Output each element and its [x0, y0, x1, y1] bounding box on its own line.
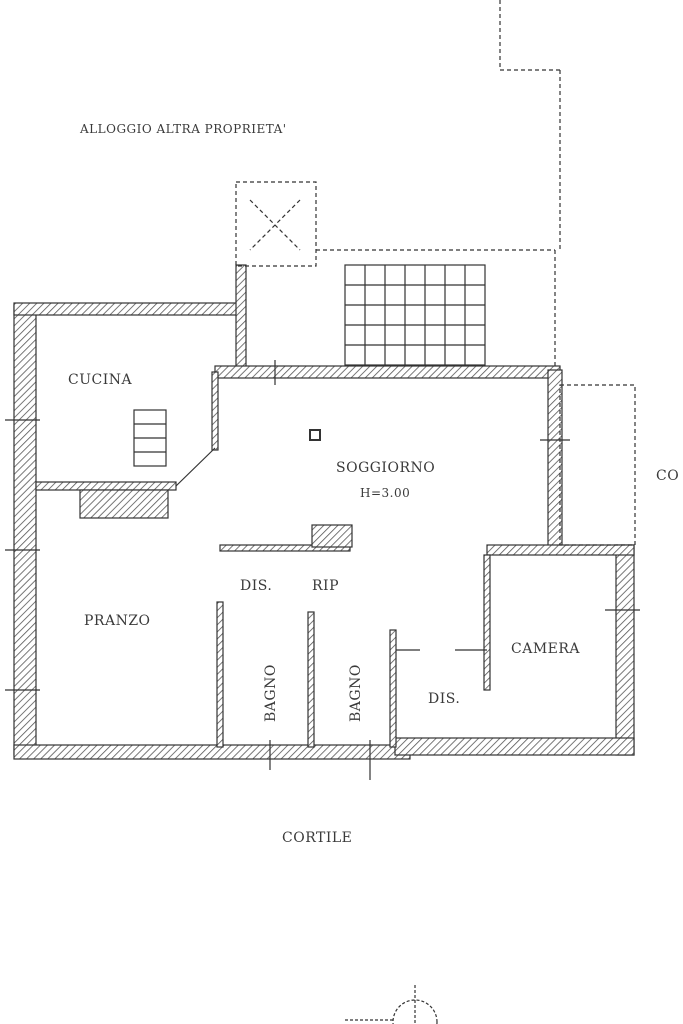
wall-left: [13, 304, 37, 756]
stair-treads: [344, 264, 486, 366]
label-bath-2: BAGNO: [348, 664, 364, 722]
label-bedroom: CAMERA: [511, 641, 580, 657]
wall-bath2-right: [389, 629, 397, 748]
label-neighbor: ALLOGGIO ALTRA PROPRIETA': [79, 122, 287, 136]
label-hall-1: DIS.: [240, 578, 272, 594]
wall-bedroom-right: [615, 544, 635, 756]
column-icon: [309, 429, 321, 441]
label-living: SOGGIORNO: [336, 460, 435, 476]
wall-rip: [311, 524, 353, 548]
label-dining: PRANZO: [84, 613, 151, 629]
wall-bottom-right: [394, 737, 635, 756]
wall-kitchen-right: [211, 371, 219, 451]
wall-bedroom-top: [486, 544, 635, 556]
wall-living-top: [214, 365, 561, 379]
kitchen-counter-stairs: [133, 409, 167, 467]
wall-bottom-left: [13, 744, 411, 760]
label-courtyard: CORTILE: [282, 830, 352, 846]
window-marks: [5, 360, 640, 780]
label-storage: RIP: [312, 578, 339, 594]
wall-stair-side: [235, 264, 247, 371]
wall-dis-top: [219, 544, 351, 552]
label-ceiling-height: H=3.00: [360, 486, 410, 500]
stair-hatched-block: [79, 489, 169, 519]
label-hall-2: DIS.: [428, 691, 460, 707]
wall-kitchen-bottom: [35, 481, 177, 491]
wall-bath1-left: [216, 601, 224, 748]
staircase: [235, 0, 636, 546]
compass-rose: [345, 985, 438, 1024]
wall-bedroom-left: [483, 554, 491, 691]
wall-bath-divider: [307, 611, 315, 748]
kitchen-door-diagonal: [175, 447, 216, 487]
label-kitchen: CUCINA: [68, 372, 133, 388]
label-right-cut: CO: [656, 468, 679, 484]
wall-kitchen-top: [13, 302, 245, 316]
label-bath-1: BAGNO: [263, 664, 279, 722]
